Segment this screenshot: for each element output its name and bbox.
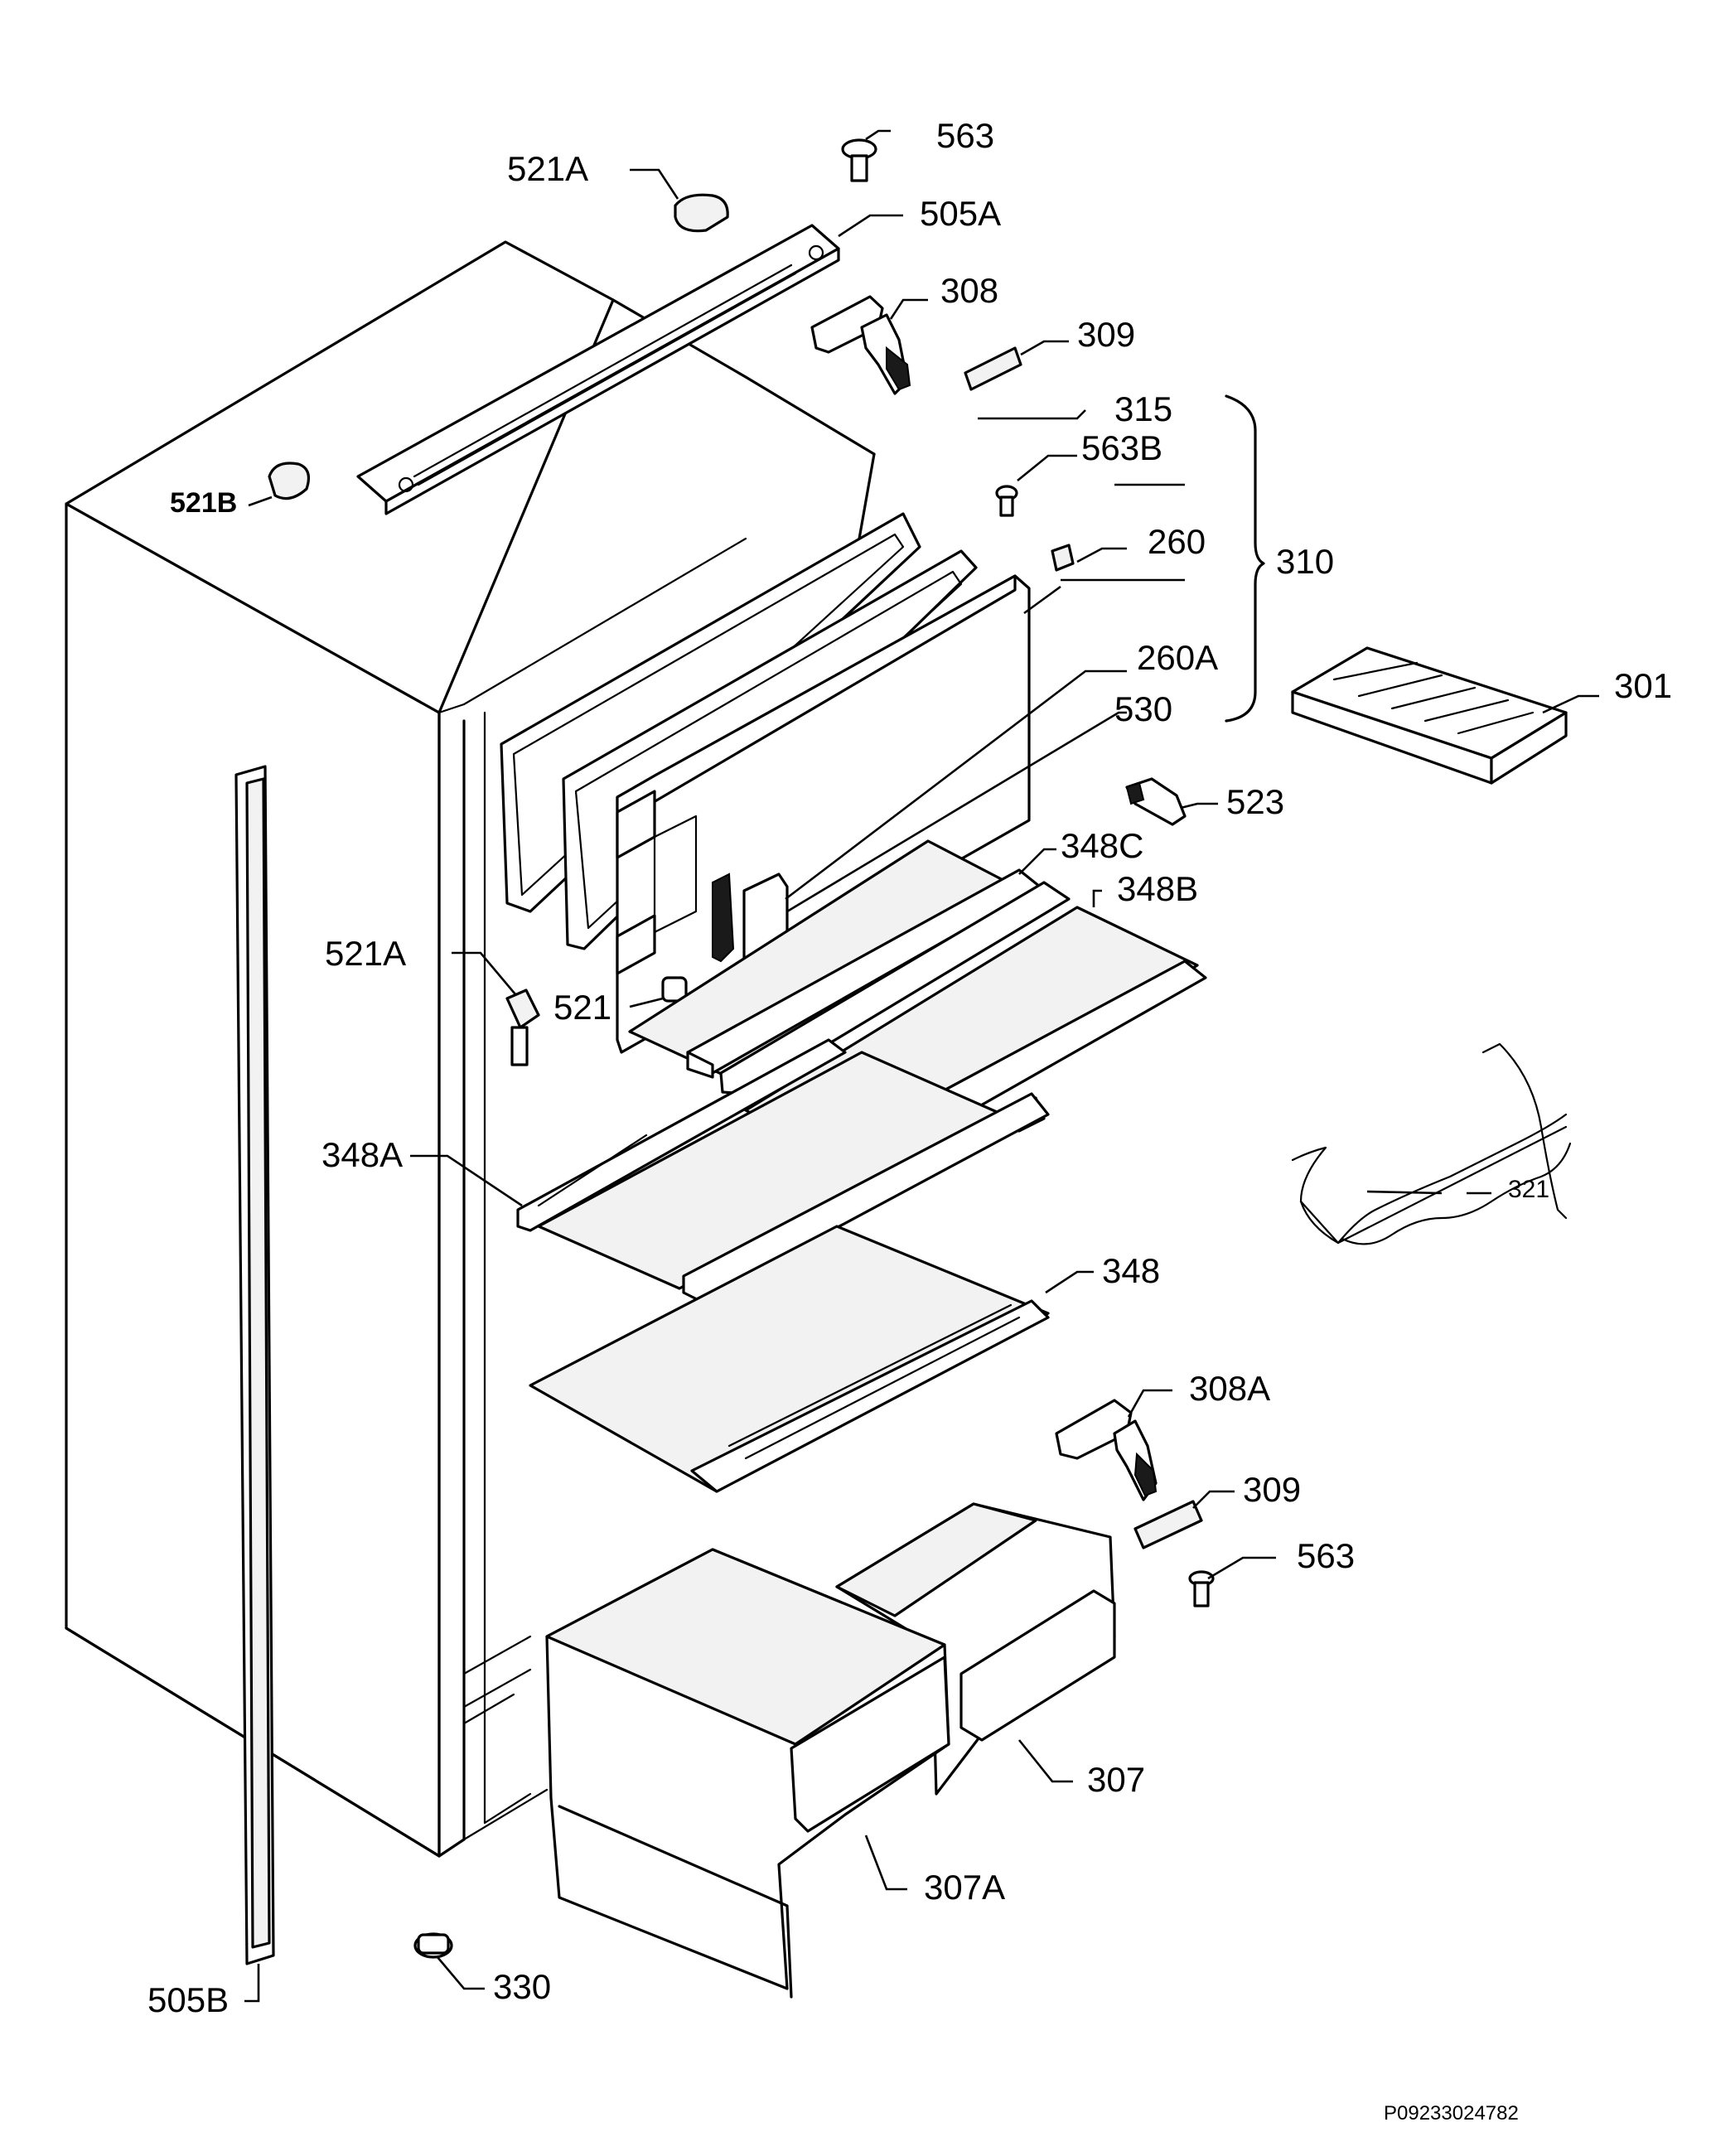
part-321-wire-rack [1291,1042,1572,1245]
part-308A-hinge [1055,1399,1158,1501]
part-301-ice-tray [1291,646,1568,785]
part-309-plate-top [964,346,1022,391]
label-260A: 260A [1137,638,1218,677]
drawing-code: P09233024782 [1384,2102,1519,2125]
label-307A: 307A [924,1868,1005,1907]
label-523: 523 [1226,782,1284,821]
label-563B: 563B [1081,428,1162,467]
part-523-lamp [1125,777,1187,826]
part-330-foot [413,1932,453,1959]
part-521-stop [661,976,688,1003]
part-505B-strip [234,765,275,1965]
label-530: 530 [1114,689,1172,728]
bracket-310 [1225,394,1265,723]
label-563-bottom: 563 [1297,1536,1355,1575]
label-308: 308 [940,271,998,310]
part-348-shelf [529,1225,1050,1493]
label-310: 310 [1276,542,1334,581]
part-521A-top-cap [674,193,729,233]
part-505A-hinge-bar [356,224,840,515]
label-321: 321 [1508,1176,1549,1203]
label-315: 315 [1114,389,1172,428]
part-labels: 563 521A 505A 308 309 315 563B 521B 260 … [147,116,1672,2125]
label-309-top: 309 [1077,315,1135,354]
part-563-top-pin [841,138,877,182]
label-505A: 505A [920,194,1001,233]
part-260-clip [1051,544,1075,572]
part-348A-shelf [516,1038,1050,1303]
label-309-bottom: 309 [1243,1470,1301,1509]
label-330: 330 [493,1967,551,2006]
label-563-top: 563 [936,116,994,155]
part-308-hinge [810,295,911,395]
label-521A-top: 521A [507,149,588,188]
label-348C: 348C [1061,826,1143,865]
part-521B-cap [268,462,310,500]
label-301: 301 [1614,666,1672,705]
part-307A-bin [545,1548,950,1999]
part-563B-screw [995,485,1018,517]
label-307: 307 [1087,1760,1145,1799]
label-505B: 505B [147,1980,229,2019]
part-309-plate-bottom [1133,1500,1203,1549]
leader-lines [244,129,1599,2003]
label-348B: 348B [1117,869,1198,908]
label-521A-mid: 521A [325,934,406,973]
label-308A: 308A [1189,1369,1270,1408]
label-348A: 348A [321,1135,403,1174]
part-307-bin [835,1502,1116,1796]
label-521: 521 [553,988,611,1027]
label-521B: 521B [170,487,237,519]
part-521A-left-stop [505,989,540,1066]
label-348: 348 [1102,1251,1160,1290]
part-563-bottom-screw [1188,1570,1215,1607]
label-260: 260 [1148,522,1206,561]
